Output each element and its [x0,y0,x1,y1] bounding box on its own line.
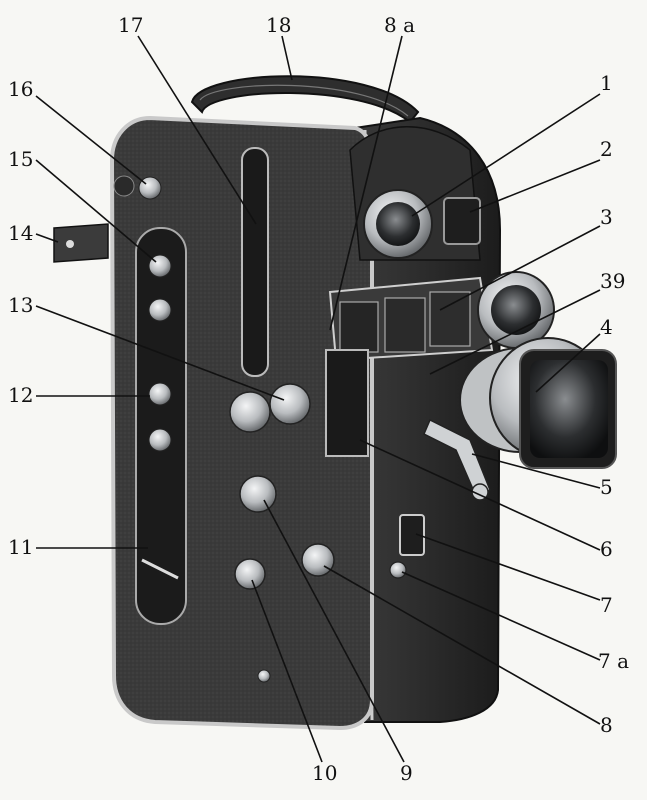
wind-key [301,543,335,577]
leader-14 [35,233,59,243]
leader-8a [329,35,403,331]
center-dial [269,383,311,425]
side-switch [399,514,425,556]
leader-5 [471,453,601,489]
leader-6 [359,439,601,551]
leader-17 [137,35,257,225]
callout-7a: 7 a [598,649,629,673]
callout-4: 4 [600,315,613,339]
leader-18 [281,35,293,81]
carry-handle [190,75,420,124]
mounting-bracket [53,223,109,263]
leader-16 [35,95,147,185]
release-button [234,558,266,590]
control-strip [135,227,187,625]
callout-8: 8 [600,713,613,737]
leader-3 [439,225,601,311]
callout-10: 10 [312,761,337,785]
film-slot [241,147,269,377]
reflex-window [325,349,369,457]
callout-15: 15 [8,147,33,171]
leader-7a [401,571,601,661]
leader-39 [429,289,601,375]
callout-5: 5 [600,475,613,499]
callout-13: 13 [8,293,33,317]
callout-7: 7 [600,593,613,617]
leader-1 [411,93,601,217]
leader-9 [263,499,405,763]
leader-2 [469,159,601,213]
callout-11: 11 [8,535,33,559]
callout-9: 9 [400,761,413,785]
crank-socket [239,475,277,513]
callout-1: 1 [600,71,613,95]
callout-3: 3 [600,205,613,229]
leader-7 [415,533,601,601]
callout-39: 39 [600,269,625,293]
callout-12: 12 [8,383,33,407]
callout-17: 17 [118,13,143,37]
leader-4 [535,333,601,393]
callout-2: 2 [600,137,613,161]
leader-13 [35,305,285,401]
leader-15 [35,159,157,263]
callout-14: 14 [8,221,33,245]
callout-16: 16 [8,77,33,101]
leader-8 [323,565,601,725]
callout-18: 18 [266,13,291,37]
leader-10 [251,579,323,763]
finder-window [443,197,481,245]
side-button [389,561,407,579]
callout-6: 6 [600,537,613,561]
callout-8a: 8 a [384,13,415,37]
